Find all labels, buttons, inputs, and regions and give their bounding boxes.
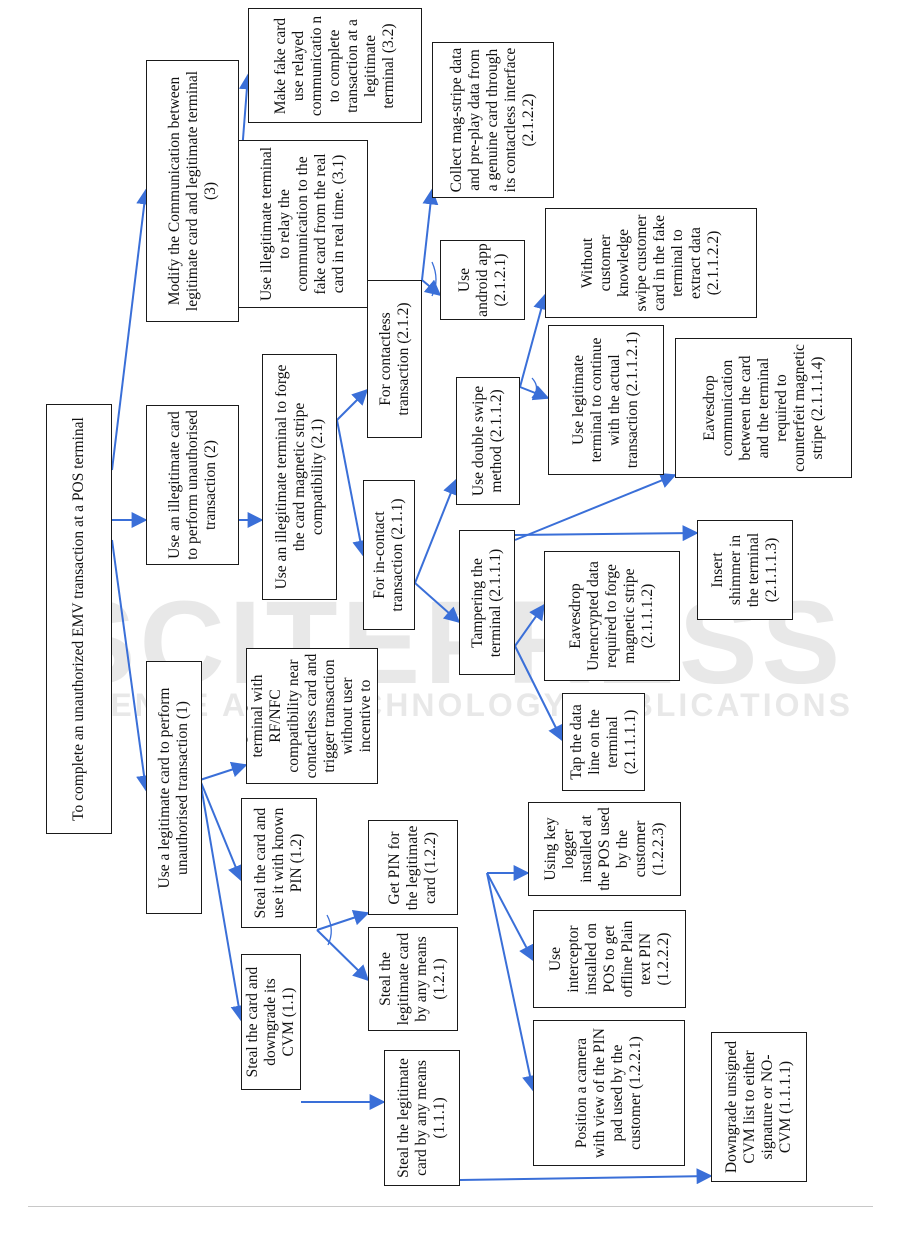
node-1-2-2: Get PIN for the legitimate card (1.2.2) xyxy=(368,820,458,915)
node-1-3-label: Bring illegitimate terminal with RF/NFC … xyxy=(246,652,378,780)
edge-n1-n1_1 xyxy=(199,779,247,1022)
node-2-1-1-1-4-label: Eavesdrop communication between the card… xyxy=(700,344,826,472)
node-2-1-2: For contactless transaction (2.1.2) xyxy=(367,280,422,438)
edge-root-n1 xyxy=(111,539,152,792)
and-arc-n1_2 xyxy=(326,914,332,946)
edge-n2_1-n2_1_2 xyxy=(336,388,369,421)
and-arc-n2_1_2 xyxy=(431,261,437,297)
node-3-2-label: Make fake card use relayed communicatio … xyxy=(272,15,397,116)
edge-root-n3 xyxy=(111,188,153,471)
node-2-1-1-1-2: Eavesdrop Unencrypted data required to f… xyxy=(544,551,680,681)
node-1: Use a legitimate card to perform unautho… xyxy=(146,661,202,914)
node-2-1-1-2: Use double swipe method (2.1.1.2) xyxy=(456,377,520,505)
edge-n2_1_1-n2_1_1_1 xyxy=(414,582,461,624)
node-3-2: Make fake card use relayed communicatio … xyxy=(248,8,422,123)
node-2-1-1-1-3-label: Insert shimmer in the terminal (2.1.1.1.… xyxy=(709,532,780,608)
edge-n2_1_1_2-n2_1_1_2_2 xyxy=(519,293,549,388)
node-2-1-2-1-label: Use android app (2.1.2.1) xyxy=(455,243,509,317)
and-arc-n2_1_1_2 xyxy=(531,377,538,399)
node-2-1-2-label: For contactless transaction (2.1.2) xyxy=(376,302,412,416)
edge-n1_2-n1_2_2 xyxy=(316,909,370,931)
node-1-3: Bring illegitimate terminal with RF/NFC … xyxy=(246,648,378,784)
edge-n2_1_2-n2_1_2_2 xyxy=(421,188,439,281)
edge-n1_2_2-n1_2_2_2 xyxy=(486,872,534,962)
node-1-label: Use a legitimate card to perform unautho… xyxy=(156,687,191,888)
node-3-1-label: Use illegitimate terminal to relay the c… xyxy=(258,146,347,302)
node-2-1-1-1-1-label: Tap the data line on the terminal (2.1.1… xyxy=(567,704,639,780)
node-2-1-1-1-4: Eavesdrop communication between the card… xyxy=(675,338,852,478)
edge-n1_2-n1_2_1 xyxy=(316,929,370,982)
edge-n2_1_1_2-n2_1_1_2_1 xyxy=(519,385,550,401)
edge-n2_1_1-n2_1_1_2 xyxy=(414,478,459,584)
node-3-1: Use illegitimate terminal to relay the c… xyxy=(238,140,368,308)
edge-n2_1-n2_1_1 xyxy=(336,419,369,557)
edge-n2_1_1_1-n2_1_1_1_4 xyxy=(514,473,677,541)
node-2-1-1-1-3: Insert shimmer in the terminal (2.1.1.1.… xyxy=(697,520,793,620)
node-1-2-1-label: Steal the legitimate card by any means (… xyxy=(377,932,448,1026)
node-1-1-1: Steal the legitimate card by any means (… xyxy=(384,1050,460,1186)
node-1-2-2-2-label: Use interceptor installed on POS to get … xyxy=(546,920,672,998)
edge-n2_1_2-n2_1_2_1 xyxy=(421,279,442,297)
node-1-2-label: Steal the card and use it with known PIN… xyxy=(252,807,305,919)
node-1-1-1-1: Downgrade unsigned CVM list to either si… xyxy=(711,1032,807,1182)
node-2-1-1-1-label: Tampering the terminal (2.1.1.1) xyxy=(469,548,504,657)
edge-n1-n1_3 xyxy=(199,761,248,781)
node-1-1-label: Steal the card and downgrade its CVM (1.… xyxy=(244,966,297,1078)
node-2-1-1-1-1: Tap the data line on the terminal (2.1.1… xyxy=(562,693,645,791)
node-1-2-2-1: Position a camera with view of the PIN p… xyxy=(533,1020,685,1166)
node-2-1: Use an illegitimate terminal to forge th… xyxy=(262,354,337,600)
node-1-2-2-label: Get PIN for the legitimate card (1.2.2) xyxy=(386,825,439,910)
node-2-1-1-1-2-label: Eavesdrop Unencrypted data required to f… xyxy=(567,561,656,671)
node-3: Modify the Communication between legitim… xyxy=(146,60,239,322)
edge-n2_1_1_1-n2_1_1_1_2 xyxy=(514,603,545,647)
node-2-1-2-1: Use android app (2.1.2.1) xyxy=(440,240,525,320)
node-1-1-1-1-label: Downgrade unsigned CVM list to either si… xyxy=(723,1040,794,1174)
node-2-1-1-2-1: Use legitimate terminal to continue with… xyxy=(548,325,664,475)
node-2-1-2-2-label: Collect mag-stripe data and pre-play dat… xyxy=(448,47,537,193)
node-1-2-2-1-label: Position a camera with view of the PIN p… xyxy=(573,1028,644,1159)
node-root: To complete an unauthorized EMV transact… xyxy=(46,404,112,834)
node-2-1-1: For in-contact transaction (2.1.1) xyxy=(363,480,415,630)
edge-n2_1_1_1-n2_1_1_1_3 xyxy=(514,525,699,542)
node-1-1: Steal the card and downgrade its CVM (1.… xyxy=(241,954,301,1090)
edge-n1_1_1-n1_1_1_1 xyxy=(459,1168,713,1185)
node-1-2-2-3: Using key logger installed at the POS us… xyxy=(528,802,681,896)
node-2: Use an illegitimate card to perform unau… xyxy=(146,405,239,565)
node-2-1-1-2-1-label: Use legitimate terminal to continue with… xyxy=(570,331,641,469)
node-1-1-1-label: Steal the legitimate card by any means (… xyxy=(395,1058,448,1178)
edge-n1-n1_2 xyxy=(199,779,243,882)
node-3-label: Modify the Communication between legitim… xyxy=(165,70,219,312)
bottom-rule xyxy=(28,1206,873,1207)
node-2-1-2-2: Collect mag-stripe data and pre-play dat… xyxy=(432,42,554,198)
edge-n1_2_2-n1_2_2_1 xyxy=(486,872,538,1092)
node-root-label: To complete an unauthorized EMV transact… xyxy=(70,417,87,821)
node-2-label: Use an illegitimate card to perform unau… xyxy=(165,410,219,560)
node-2-1-1-2-2: Without customer knowledge swipe custome… xyxy=(545,208,757,318)
node-2-1-1-2-label: Use double swipe method (2.1.1.2) xyxy=(470,385,505,497)
node-1-2-2-2: Use interceptor installed on POS to get … xyxy=(533,910,686,1008)
node-1-2-1: Steal the legitimate card by any means (… xyxy=(368,927,458,1031)
node-1-2: Steal the card and use it with known PIN… xyxy=(241,798,317,928)
node-2-1-1-2-2-label: Without customer knowledge swipe custome… xyxy=(579,214,722,312)
node-2-1-label: Use an illegitimate terminal to forge th… xyxy=(272,364,326,590)
node-2-1-1-label: For in-contact transaction (2.1.1) xyxy=(371,498,406,612)
edge-n2_1_1_1-n2_1_1_1_1 xyxy=(514,645,563,742)
node-2-1-1-1: Tampering the terminal (2.1.1.1) xyxy=(459,530,515,675)
node-1-2-2-3-label: Using key logger installed at the POS us… xyxy=(541,807,667,891)
